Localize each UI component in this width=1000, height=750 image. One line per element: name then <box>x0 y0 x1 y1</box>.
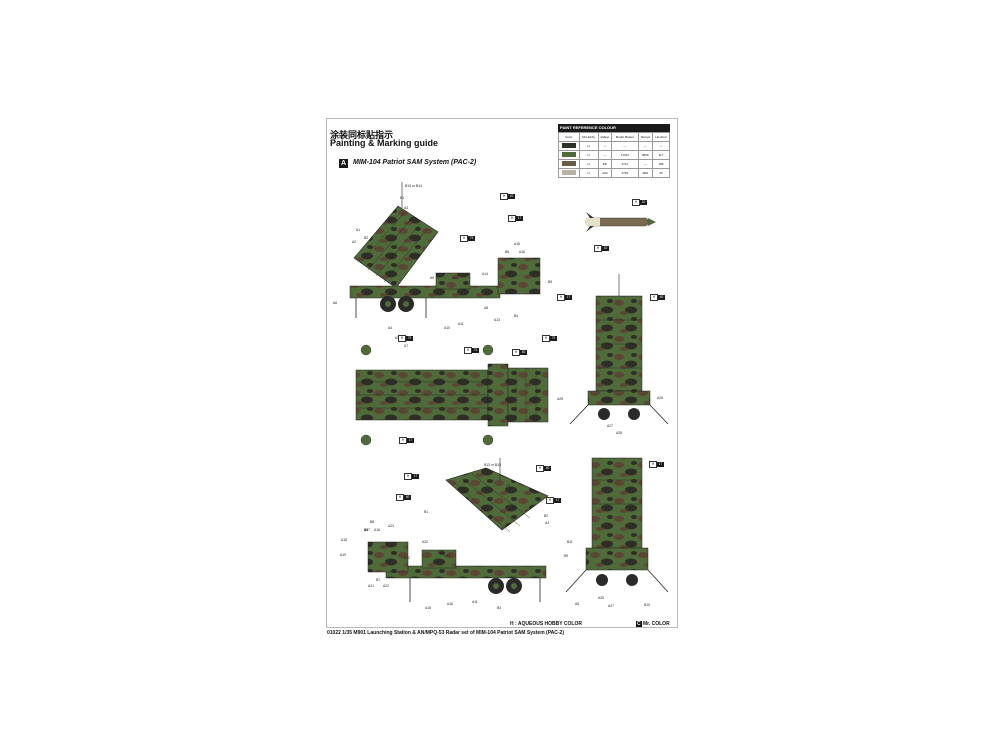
part-label: B13 or B15 <box>484 463 501 467</box>
color-swatch <box>561 170 576 175</box>
part-label: A10 <box>444 326 451 330</box>
part-label: B12 <box>404 556 411 560</box>
launcher-rear-view <box>569 274 669 425</box>
vehicle-illustrations <box>349 182 669 602</box>
color-swatch <box>561 143 576 148</box>
part-label: A29 <box>598 596 605 600</box>
part-label: B8 <box>370 520 375 524</box>
part-label: A25 <box>557 397 564 401</box>
part-label: B11 <box>567 540 573 544</box>
part-label: B9 <box>564 554 569 558</box>
part-label: A18 <box>341 538 348 542</box>
part-label: B2 <box>364 236 369 240</box>
part-label: A23 <box>388 524 395 528</box>
part-label: A21 <box>444 554 451 558</box>
part-label: A8 <box>484 306 489 310</box>
part-label: A9 <box>430 276 435 280</box>
launcher-side-view <box>349 182 541 318</box>
part-label: A22 <box>383 584 390 588</box>
part-label: A6 <box>333 301 338 305</box>
part-label: A2 <box>545 521 550 525</box>
part-label: A5 <box>395 336 399 340</box>
part-label: A3 <box>404 206 409 210</box>
part-label: A7 <box>404 344 409 348</box>
part-label: B2 <box>544 514 549 518</box>
color-swatch <box>561 161 576 166</box>
part-label: A27 <box>608 604 615 608</box>
table-row: H A62 1749 4RS 33 <box>558 168 671 178</box>
part-label: A15 <box>425 606 432 610</box>
part-label: B9 <box>364 528 369 532</box>
part-label: A11 <box>472 600 478 604</box>
part-label: A1 <box>356 228 361 232</box>
part-label: A16 <box>447 602 454 606</box>
part-label: A2 <box>352 240 357 244</box>
section-title: MIM-104 Patriot SAM System (PAC-2) <box>353 159 477 166</box>
paint-reference-title: PAINT REFERENCE COLOUR <box>558 124 670 132</box>
part-label: A21 <box>368 584 375 588</box>
part-label: A13 <box>494 318 501 322</box>
part-label: A20 <box>422 540 429 544</box>
part-label: B7 <box>376 578 381 582</box>
missile-illustration <box>585 212 656 232</box>
paint-reference-table: PAINT REFERENCE COLOUR Color Mr.Hobby Va… <box>558 124 671 178</box>
part-label: B5 <box>548 280 553 284</box>
table-row: H — — — — <box>558 141 671 151</box>
part-label: B4 <box>514 314 519 318</box>
part-label: B13 or B14 <box>405 184 422 188</box>
part-label: A14 <box>482 272 489 276</box>
section-letter: A <box>339 159 348 168</box>
part-label: B6 <box>505 250 510 254</box>
part-label: A16 <box>519 250 526 254</box>
part-label: A24 <box>438 550 445 554</box>
part-label: B1 <box>424 510 429 514</box>
title-english: Painting & Marking guide <box>330 138 439 148</box>
part-label: A28 <box>616 431 623 435</box>
launcher-side-view-2 <box>367 458 549 602</box>
part-label: A12 <box>452 276 459 280</box>
footer-caption: 01022 1/35 M901 Launching Station & AN/M… <box>327 630 565 636</box>
title-chinese: 涂装同标贴指示 <box>330 130 394 140</box>
part-label: A15 <box>514 242 521 246</box>
part-label: A4 <box>388 326 393 330</box>
part-label: B3 <box>497 606 502 610</box>
legend-aqueous: H : AQUEOUS HOBBY COLOR <box>510 621 582 627</box>
part-label: A27 <box>607 424 614 428</box>
part-label: A16 <box>374 528 381 532</box>
part-label: B1 <box>400 196 405 200</box>
part-label: A26 <box>657 396 664 400</box>
part-label: A19 <box>340 553 347 557</box>
legend-mr-color: C Mr. COLOR <box>636 621 670 627</box>
part-label: B10 <box>644 603 651 607</box>
launcher-front-view <box>565 457 669 593</box>
part-label: A17 <box>364 528 371 532</box>
launcher-top-view <box>355 344 549 446</box>
part-label: A11 <box>458 322 464 326</box>
part-label: A1 <box>506 484 511 488</box>
color-swatch <box>561 152 576 157</box>
part-label: A6 <box>575 602 580 606</box>
